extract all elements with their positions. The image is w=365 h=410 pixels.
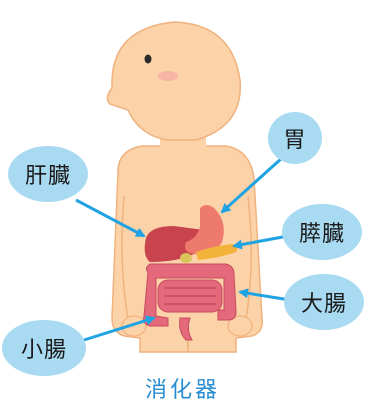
stomach-label: 胃 [268, 112, 322, 164]
head [107, 22, 240, 140]
pancreas-label: 膵臓 [282, 204, 362, 260]
large-intestine-label: 大腸 [284, 274, 364, 330]
caption: 消化器 [0, 372, 365, 404]
small-intestine-label: 小腸 [2, 320, 86, 376]
eye [145, 55, 152, 64]
gallbladder [180, 253, 192, 263]
liver-label: 肝臓 [8, 146, 88, 202]
cheek [158, 71, 178, 81]
